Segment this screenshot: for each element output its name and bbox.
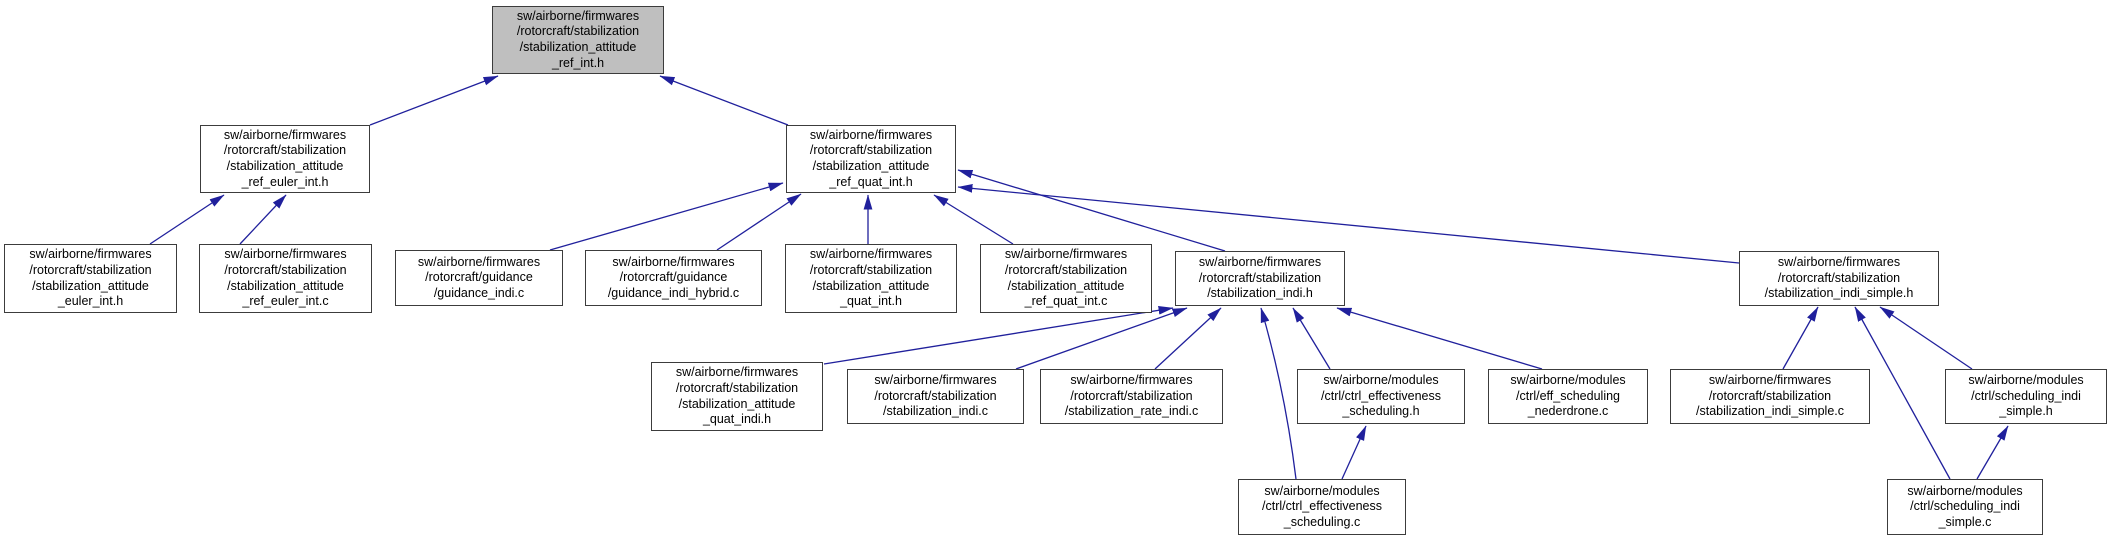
graph-node-ref_euler_int_c[interactable]: sw/airborne/firmwares /rotorcraft/stabil… [199, 244, 372, 313]
edge-stab_indi_simple_h-to-ref_quat_int_h [957, 184, 1740, 264]
edge-eff_sched_neder_c-to-stab_indi_h [1336, 307, 1543, 370]
edge-sched_indi_simple_c-to-stab_indi_simple_h [1854, 306, 1951, 480]
graph-node-stab_rate_indi_c[interactable]: sw/airborne/firmwares /rotorcraft/stabil… [1040, 369, 1223, 424]
edge-ctrl_eff_sched_c-to-stab_indi_h [1260, 307, 1297, 480]
graph-node-att_quat_indi_h[interactable]: sw/airborne/firmwares /rotorcraft/stabil… [651, 362, 823, 431]
edge-ref_euler_int_c-to-ref_euler_int_h [239, 194, 287, 245]
edge-guidance_indi_c-to-ref_quat_int_h [549, 182, 784, 251]
graph-node-att_euler_int_h[interactable]: sw/airborne/firmwares /rotorcraft/stabil… [4, 244, 177, 313]
graph-node-sched_indi_simple_h[interactable]: sw/airborne/modules /ctrl/scheduling_ind… [1945, 369, 2107, 424]
graph-node-ctrl_eff_sched_c[interactable]: sw/airborne/modules /ctrl/ctrl_effective… [1238, 479, 1406, 535]
graph-node-att_quat_int_h[interactable]: sw/airborne/firmwares /rotorcraft/stabil… [785, 244, 957, 313]
graph-node-ref_euler_int_h[interactable]: sw/airborne/firmwares /rotorcraft/stabil… [200, 125, 370, 193]
edge-stab_indi_simple_c-to-stab_indi_simple_h [1782, 306, 1819, 370]
graph-node-stab_indi_simple_c[interactable]: sw/airborne/firmwares /rotorcraft/stabil… [1670, 369, 1870, 424]
graph-node-stab_indi_h[interactable]: sw/airborne/firmwares /rotorcraft/stabil… [1175, 251, 1345, 306]
edge-att_euler_int_h-to-ref_euler_int_h [149, 194, 225, 245]
edge-stab_indi_c-to-stab_indi_h [1015, 307, 1188, 370]
edge-ctrl_eff_sched_c-to-ctrl_eff_sched_h [1341, 425, 1367, 480]
edge-ref_quat_int_c-to-ref_quat_int_h [933, 194, 1014, 245]
graph-node-ref_int_h: sw/airborne/firmwares /rotorcraft/stabil… [492, 6, 664, 74]
edge-att_quat_indi_h-to-stab_indi_h [823, 305, 1174, 365]
edge-ref_euler_int_h-to-ref_int_h [369, 75, 499, 126]
graph-node-guidance_indi_hybrid_c[interactable]: sw/airborne/firmwares /rotorcraft/guidan… [585, 250, 762, 306]
edge-guidance_indi_hybrid_c-to-ref_quat_int_h [716, 193, 802, 251]
graph-node-sched_indi_simple_c[interactable]: sw/airborne/modules /ctrl/scheduling_ind… [1887, 479, 2043, 535]
graph-node-guidance_indi_c[interactable]: sw/airborne/firmwares /rotorcraft/guidan… [395, 250, 563, 306]
graph-node-eff_sched_neder_c[interactable]: sw/airborne/modules /ctrl/eff_scheduling… [1488, 369, 1648, 424]
graph-node-ref_quat_int_h[interactable]: sw/airborne/firmwares /rotorcraft/stabil… [786, 125, 956, 193]
edge-stab_indi_h-to-ref_quat_int_h [957, 169, 1226, 252]
graph-node-ctrl_eff_sched_h[interactable]: sw/airborne/modules /ctrl/ctrl_effective… [1297, 369, 1465, 424]
edge-sched_indi_simple_h-to-stab_indi_simple_h [1879, 306, 1973, 370]
graph-node-ref_quat_int_c[interactable]: sw/airborne/firmwares /rotorcraft/stabil… [980, 244, 1152, 313]
edge-stab_rate_indi_c-to-stab_indi_h [1154, 307, 1222, 370]
edge-ref_quat_int_h-to-ref_int_h [659, 75, 789, 126]
edge-sched_indi_simple_c-to-sched_indi_simple_h [1976, 425, 2009, 480]
graph-node-stab_indi_c[interactable]: sw/airborne/firmwares /rotorcraft/stabil… [847, 369, 1024, 424]
edge-ctrl_eff_sched_h-to-stab_indi_h [1292, 307, 1331, 370]
graph-node-stab_indi_simple_h[interactable]: sw/airborne/firmwares /rotorcraft/stabil… [1739, 251, 1939, 306]
